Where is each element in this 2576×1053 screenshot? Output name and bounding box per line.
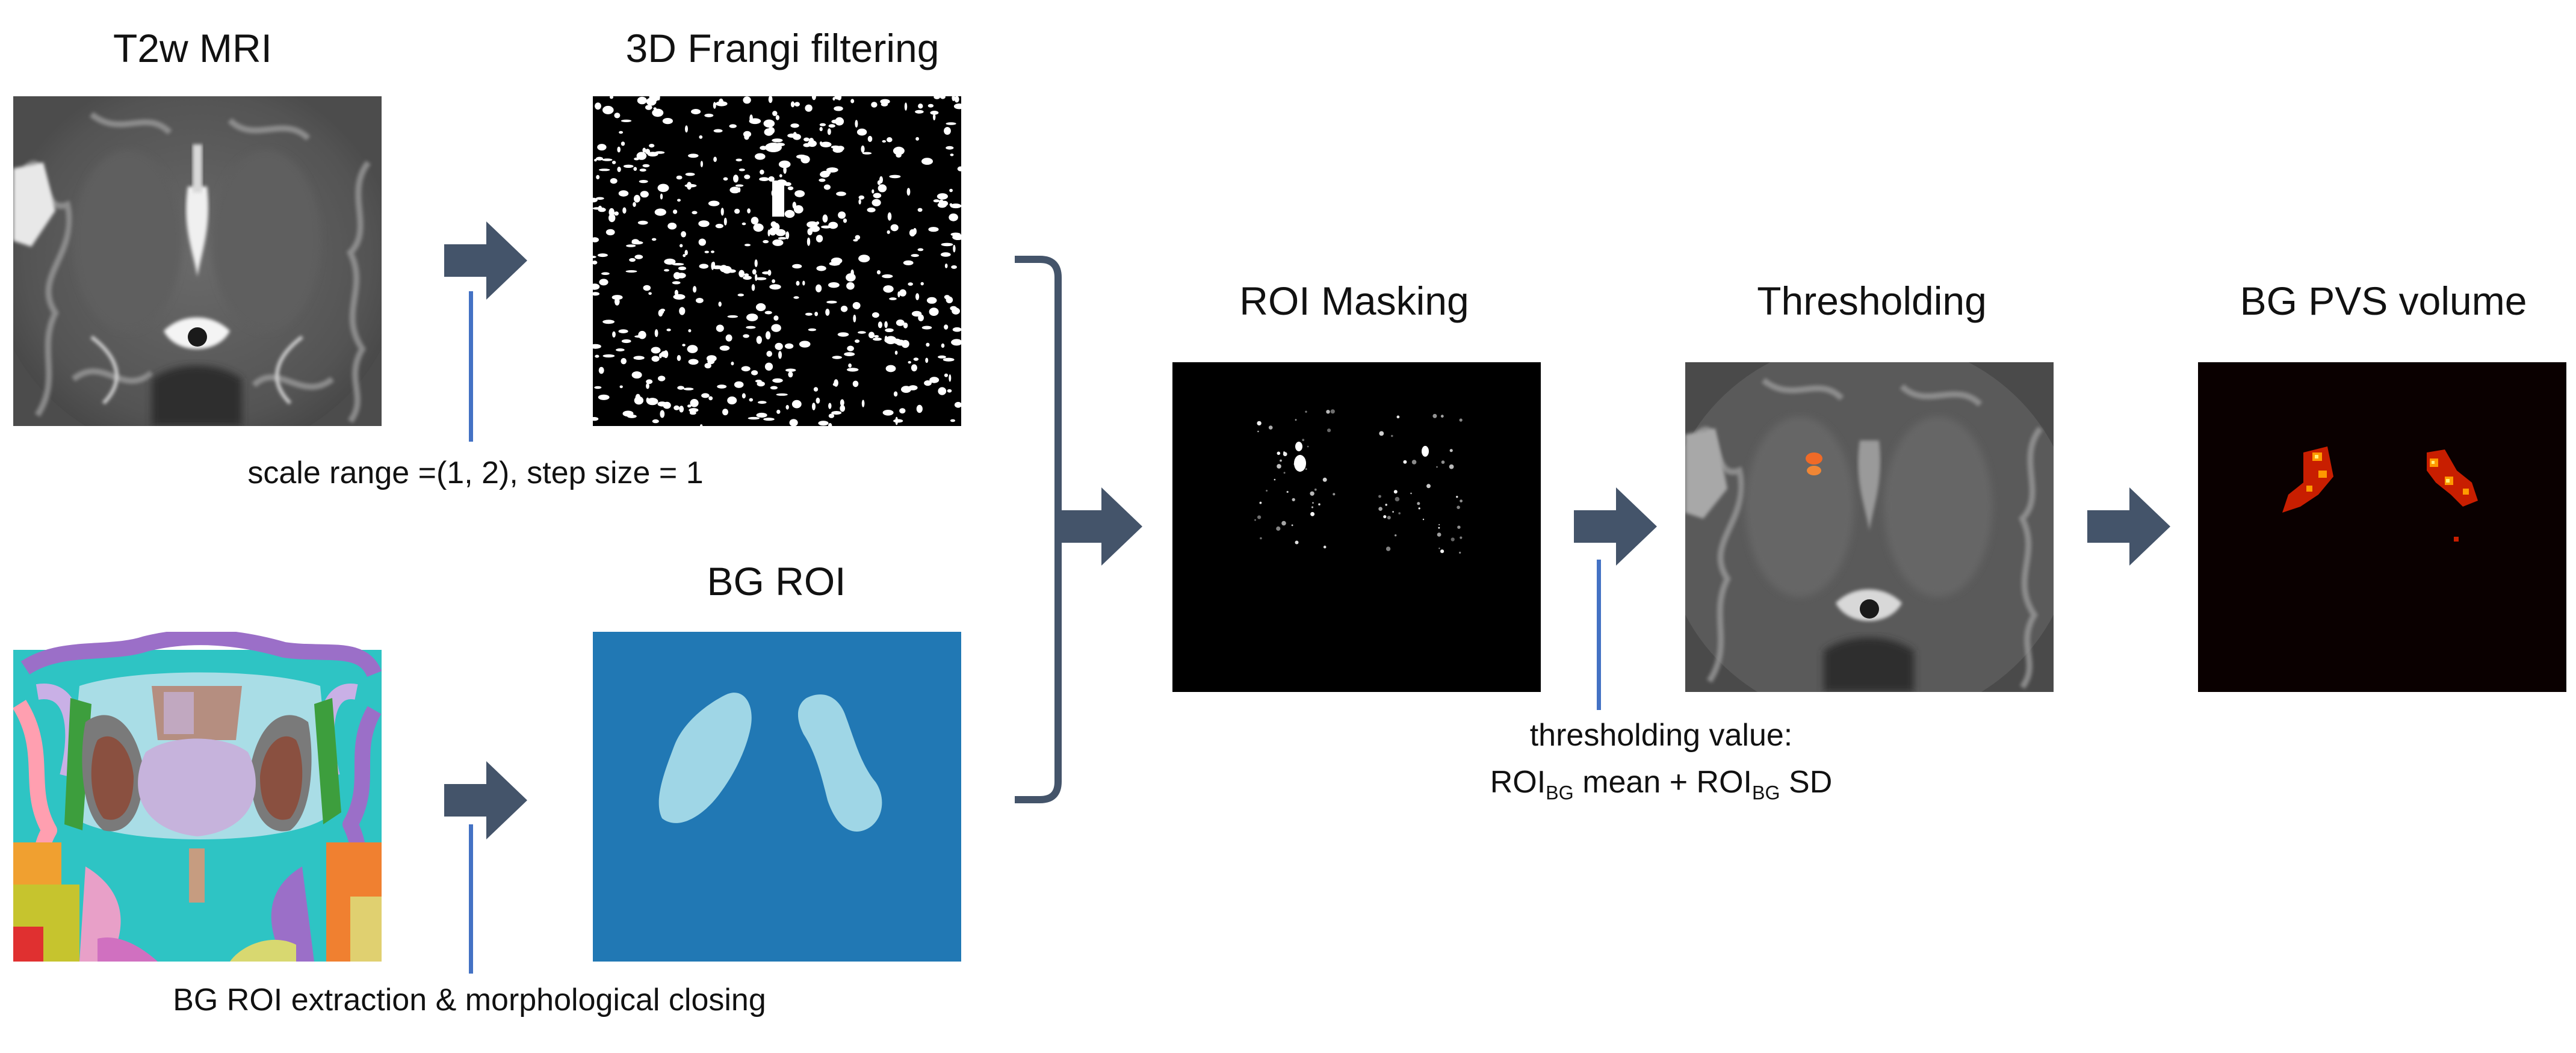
thresholding-overlay-image	[1685, 362, 2054, 692]
bg-pvs-volume-image	[2198, 362, 2566, 692]
mean-label: mean +	[1573, 765, 1697, 800]
arrow-right-icon	[444, 761, 527, 839]
title-bg-pvs-volume: BG PVS volume	[2240, 279, 2527, 323]
merge-bracket	[1015, 256, 1062, 803]
threshold-formula: ROIBG mean + ROIBG SD	[1384, 764, 1938, 804]
arrow-right-icon	[444, 221, 527, 300]
roi-label: ROI	[1490, 765, 1546, 800]
roi-masking-image	[1172, 362, 1541, 692]
title-bg-roi: BG ROI	[707, 559, 846, 604]
bg-roi-mask-image	[593, 632, 961, 962]
bg-subscript: BG	[1752, 782, 1780, 804]
frangi-filtered-image	[593, 96, 961, 426]
threshold-caption-line1: thresholding value:	[1529, 718, 1793, 753]
arrow-right-icon	[1574, 487, 1657, 566]
threshold-connector	[1597, 560, 1601, 710]
title-roi-masking: ROI Masking	[1239, 279, 1469, 323]
title-frangi-filtering: 3D Frangi filtering	[625, 26, 940, 70]
arrow-right-icon	[1059, 487, 1142, 566]
sd-label: SD	[1780, 765, 1833, 800]
title-t2w-mri: T2w MRI	[113, 26, 272, 70]
roi-extraction-connector	[469, 824, 473, 974]
frangi-param-connector	[469, 291, 473, 442]
bg-subscript: BG	[1546, 782, 1574, 804]
title-thresholding: Thresholding	[1757, 279, 1987, 323]
frangi-parameters-caption: scale range =(1, 2), step size = 1	[247, 455, 704, 490]
arrow-right-icon	[2087, 487, 2170, 566]
roi-label: ROI	[1696, 765, 1752, 800]
t2w-mri-image	[13, 96, 382, 426]
segmentation-atlas-image	[13, 632, 382, 962]
roi-extraction-caption: BG ROI extraction & morphological closin…	[173, 983, 766, 1017]
